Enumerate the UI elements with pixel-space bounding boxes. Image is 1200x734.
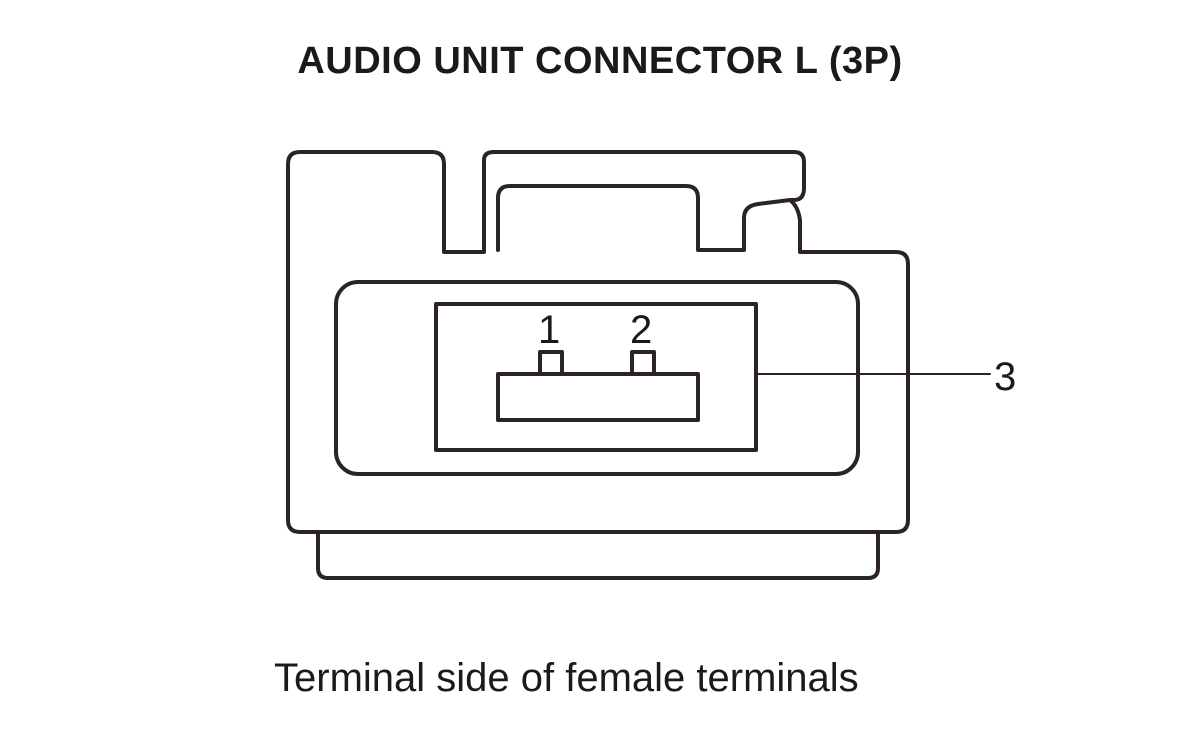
terminal-pin-1 [538,350,564,376]
terminal-block [434,302,758,452]
diagram-title: AUDIO UNIT CONNECTOR L (3P) [297,40,903,82]
terminal-label-1: 1 [538,308,560,352]
terminal-carrier [496,372,700,422]
connector-recess [334,280,860,476]
diagram-caption: Terminal side of female terminals [274,656,859,700]
locking-tab-contour [496,184,792,252]
connector-bottom-rail [316,530,880,580]
terminal-label-2: 2 [630,308,652,352]
connector-housing-outline [286,150,910,534]
terminal-pin-2 [630,350,656,376]
terminal-label-3: 3 [994,355,1016,399]
